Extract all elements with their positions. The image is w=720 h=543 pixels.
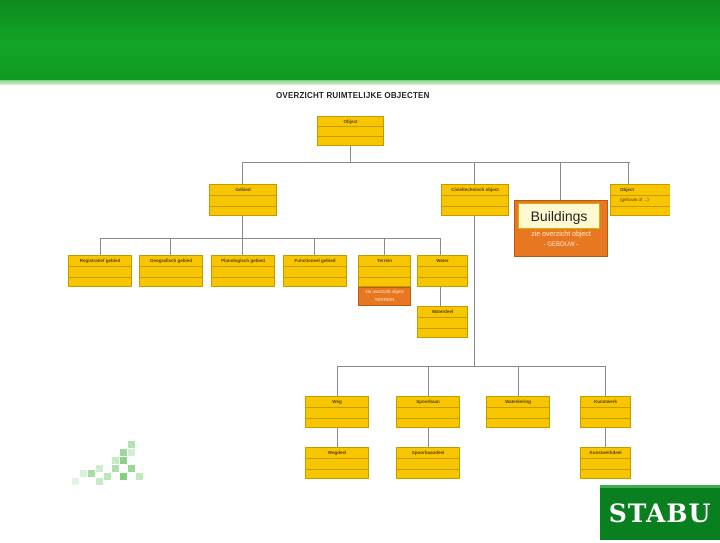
node-weg: Weg xyxy=(305,396,369,428)
pixel-square xyxy=(136,473,143,480)
node-kunstwerkdeel: Kunstwerkdeel xyxy=(580,447,631,479)
node-spoorbaandeel-label: Spoorbaandeel xyxy=(411,450,445,455)
connector-geografisch-up xyxy=(170,238,171,255)
node-civieltechnisch-object: Civieltechnisch object xyxy=(441,184,509,216)
connector-planologisch-up xyxy=(242,238,243,255)
pixel-square xyxy=(96,465,103,472)
pixel-square xyxy=(120,473,127,480)
node-waterdeel-label: Waterdeel xyxy=(431,309,454,314)
node-object-partial-label: Object xyxy=(620,187,635,192)
header-banner xyxy=(0,0,720,80)
connector-level1-bus xyxy=(242,162,630,163)
node-waterkering: Waterkering xyxy=(486,396,550,428)
node-weg-label: Weg xyxy=(332,399,342,404)
pixel-square xyxy=(80,470,87,477)
connector-registratief-up xyxy=(100,238,101,255)
connector-terrein-up xyxy=(384,238,385,255)
stabu-logo: STABU xyxy=(600,485,720,540)
node-object-label: Object xyxy=(343,119,358,124)
connector-waterkering-up xyxy=(518,366,519,396)
node-registratief-gebied: Registratief gebied xyxy=(68,255,132,287)
node-geografisch-gebied-label: Geografisch gebied xyxy=(149,258,192,263)
node-waterdeel: Waterdeel xyxy=(417,306,468,338)
connector-weg-up xyxy=(337,366,338,396)
pixel-square xyxy=(128,465,135,472)
connector-spoorbaan-spoorbaandeel xyxy=(428,428,429,447)
pixel-square xyxy=(112,465,119,472)
node-wegdeel-label: Wegdeel xyxy=(327,450,347,455)
node-wegdeel: Wegdeel xyxy=(305,447,369,479)
connector-water-up xyxy=(440,238,441,255)
pixel-square xyxy=(120,449,127,456)
pixel-square xyxy=(120,457,127,464)
header-banner-edge xyxy=(0,80,720,85)
pixel-square xyxy=(104,473,111,480)
connector-gebouw-up xyxy=(560,162,561,200)
connector-functioneel-up xyxy=(314,238,315,255)
node-functioneel-gebied-label: Functioneel gebied xyxy=(294,258,336,263)
reference-gebouw-line2: - GEBOUW - xyxy=(543,242,579,248)
node-registratief-gebied-label: Registratief gebied xyxy=(79,258,121,263)
connector-kunstwerk-kunstwerkdeel xyxy=(605,428,606,447)
pixel-square xyxy=(128,449,135,456)
node-water-label: Water xyxy=(436,258,449,263)
connector-gebied-down xyxy=(242,216,243,238)
node-object-partial: Object (gebouw of ...) xyxy=(610,184,670,216)
node-spoorbaandeel: Spoorbaandeel xyxy=(396,447,460,479)
buildings-overlay-label: Buildings xyxy=(518,203,600,229)
connector-object-partial-up xyxy=(628,162,629,184)
node-kunstwerk: Kunstwerk xyxy=(580,396,631,428)
pixel-square xyxy=(88,470,95,477)
reference-terrein: zie overzicht object TERREIN xyxy=(358,287,411,306)
node-terrein-label: Terrein xyxy=(377,258,392,263)
pixel-square xyxy=(72,478,79,485)
node-terrein: Terrein xyxy=(358,255,411,287)
diagram-title: OVERZICHT RUIMTELIJKE OBJECTEN xyxy=(276,91,430,100)
node-planologisch-gebied: Planologisch gebied xyxy=(211,255,275,287)
node-kunstwerkdeel-label: Kunstwerkdeel xyxy=(589,450,622,455)
node-planologisch-gebied-label: Planologisch gebied xyxy=(221,258,265,263)
pixel-square xyxy=(112,457,119,464)
connector-gebied-up xyxy=(242,162,243,184)
node-gebied-label: Gebied xyxy=(235,187,251,192)
pixel-square xyxy=(128,441,135,448)
reference-terrein-line1: zie overzicht object xyxy=(365,289,404,294)
connector-civiel-down xyxy=(474,216,475,366)
connector-spoorbaan-up xyxy=(428,366,429,396)
node-gebied: Gebied xyxy=(209,184,277,216)
node-spoorbaan: Spoorbaan xyxy=(396,396,460,428)
connector-weg-wegdeel xyxy=(337,428,338,447)
pixel-square xyxy=(96,478,103,485)
stabu-logo-edge xyxy=(600,485,720,488)
node-spoorbaan-label: Spoorbaan xyxy=(416,399,440,404)
reference-gebouw-line1: zie overzicht object xyxy=(531,231,591,238)
connector-kunstwerk-up xyxy=(605,366,606,396)
connector-level3-bus xyxy=(337,366,605,367)
node-water: Water xyxy=(417,255,468,287)
node-civieltechnisch-object-label: Civieltechnisch object xyxy=(451,187,499,192)
node-waterkering-label: Waterkering xyxy=(505,399,531,404)
node-kunstwerk-label: Kunstwerk xyxy=(593,399,617,404)
connector-civiel-up xyxy=(474,162,475,184)
node-geografisch-gebied: Geografisch gebied xyxy=(139,255,203,287)
node-object: Object xyxy=(317,116,384,146)
connector-water-waterdeel xyxy=(440,287,441,306)
node-object-partial-sublabel: (gebouw of ...) xyxy=(620,197,649,202)
reference-terrein-line2: TERREIN xyxy=(374,297,395,302)
node-functioneel-gebied: Functioneel gebied xyxy=(283,255,347,287)
connector-level2-bus xyxy=(100,238,440,239)
connector-object-down xyxy=(350,146,351,162)
